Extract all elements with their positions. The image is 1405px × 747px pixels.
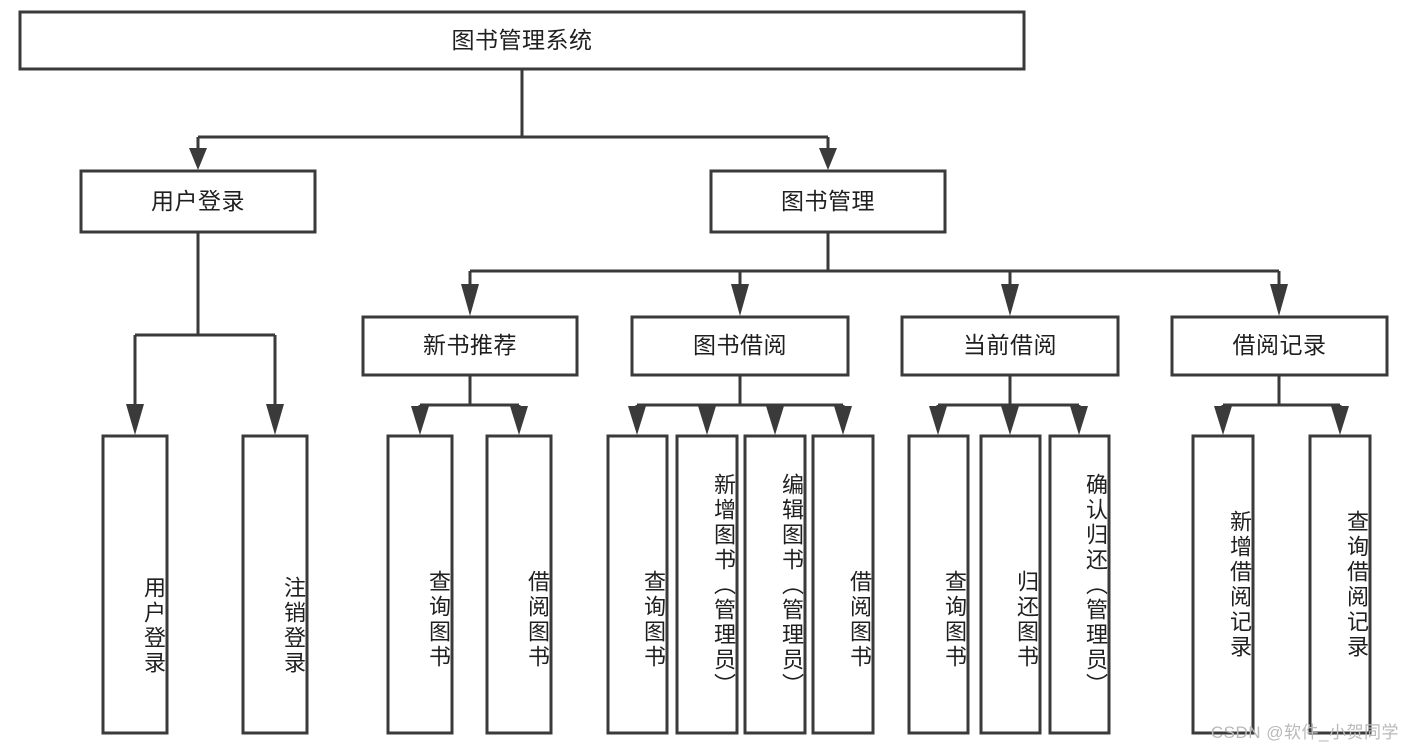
node-borrow-record-box[interactable] — [1170, 315, 1389, 377]
leaf-user-login-box[interactable] — [101, 434, 169, 735]
leaf-add-book-admin-box[interactable] — [675, 434, 739, 735]
arrowhead-bb-to-borrow — [834, 406, 852, 435]
node-book-borrow-box[interactable] — [630, 315, 850, 377]
leaf-edit-book-admin-box[interactable] — [743, 434, 807, 735]
node-root-box[interactable] — [18, 10, 1026, 71]
node-book-management-box[interactable] — [709, 169, 947, 234]
arrowhead-bm-to-current-borrow — [1001, 284, 1019, 316]
arrowhead-root-to-book-management — [819, 148, 837, 170]
arrowhead-root-to-user-login — [189, 148, 207, 170]
arrowhead-br-to-add — [1214, 406, 1232, 435]
leaf-query-book-new-box[interactable] — [386, 434, 454, 735]
arrowhead-ul-to-leaf-logout — [266, 404, 284, 435]
leaf-query-book-current-box[interactable] — [907, 434, 970, 735]
node-current-borrow-box[interactable] — [900, 315, 1120, 377]
arrowhead-bb-to-edit — [766, 406, 784, 435]
arrowhead-bm-to-borrow-record — [1270, 284, 1288, 316]
node-user-login-box[interactable] — [79, 169, 317, 234]
arrowhead-bb-to-query — [628, 406, 646, 435]
csdn-watermark: CSDN @软件_小贺同学 — [1210, 723, 1399, 742]
leaf-query-book-borrow-box[interactable] — [606, 434, 669, 735]
arrowhead-ul-to-leaf-login — [126, 404, 144, 435]
leaf-add-borrow-record-box[interactable] — [1191, 434, 1255, 735]
arrowhead-nb-to-borrow — [510, 406, 528, 435]
arrowhead-cb-to-return — [1001, 406, 1019, 435]
leaf-borrow-book-new-box[interactable] — [485, 434, 553, 735]
leaf-query-borrow-record-box[interactable] — [1308, 434, 1372, 735]
node-new-book-recommend-box[interactable] — [361, 315, 579, 377]
arrowhead-bb-to-add — [698, 406, 716, 435]
leaf-borrow-book-box[interactable] — [811, 434, 875, 735]
arrowhead-cb-to-confirm — [1070, 406, 1088, 435]
arrowhead-cb-to-query — [929, 406, 947, 435]
arrowhead-bm-to-book-borrow — [731, 284, 749, 316]
leaf-confirm-return-admin-box[interactable] — [1048, 434, 1111, 735]
leaf-return-book-box[interactable] — [979, 434, 1042, 735]
arrowhead-bm-to-new-book — [461, 284, 479, 316]
leaf-logout-box[interactable] — [241, 434, 309, 735]
arrowhead-br-to-query — [1331, 406, 1349, 435]
arrowhead-nb-to-query — [411, 406, 429, 435]
